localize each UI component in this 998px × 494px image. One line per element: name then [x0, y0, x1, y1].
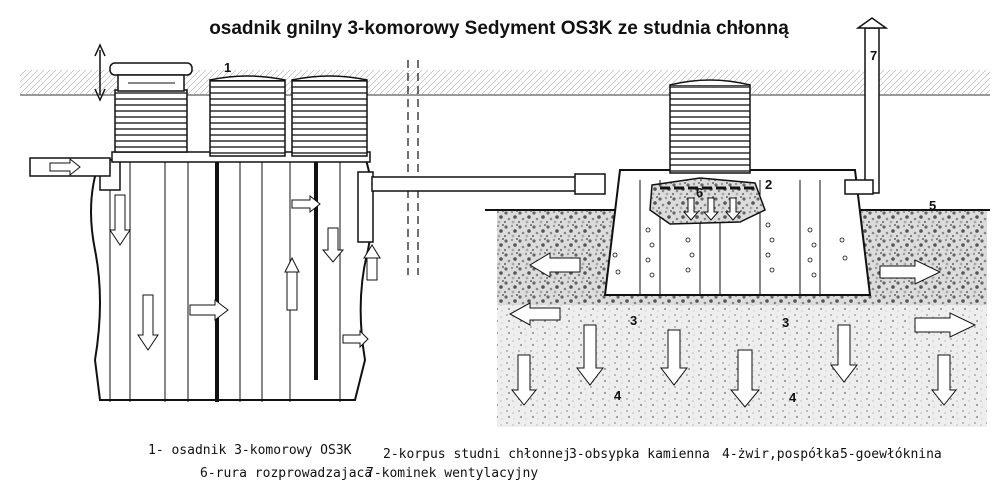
- legend-item-1: 1- osadnik 3-komorowy OS3K: [148, 443, 352, 458]
- legend-item-2: 2-korpus studni chłonnej: [383, 447, 571, 462]
- callout-4b: 4: [789, 390, 797, 405]
- legend-item-7: 7-kominek wentylacyjny: [366, 466, 539, 481]
- callout-4a: 4: [614, 388, 622, 403]
- inlet-pipe: [29, 157, 111, 177]
- callout-5: 5: [929, 198, 937, 213]
- legend-item-6: 6-rura rozprowadzajaca: [200, 466, 373, 481]
- legend-item-3: 3-obsypka kamienna: [569, 447, 710, 462]
- septic-manhole-1: [109, 62, 193, 153]
- callout-3b: 3: [782, 315, 790, 330]
- height-adjust-arrow: [94, 43, 106, 102]
- diagram-title: osadnik gnilny 3-komorowy Sedyment OS3K …: [209, 18, 789, 39]
- callout-3a: 3: [630, 313, 638, 328]
- callout-1: 1: [224, 60, 232, 75]
- connecting-pipe: [371, 173, 606, 195]
- ventilation-chimney: [844, 17, 889, 195]
- callout-7: 7: [870, 48, 878, 63]
- legend-item-5: 5-goewłóknina: [840, 447, 942, 462]
- callout-2: 2: [765, 177, 773, 192]
- flow-arrows-well: [508, 197, 977, 408]
- septic-manhole-2: [209, 75, 286, 157]
- separation-line: [407, 60, 419, 275]
- flow-arrows-tank: [109, 194, 381, 351]
- septic-tank-body: [90, 151, 374, 402]
- legend-item-4: 4-żwir,pospółka: [722, 447, 840, 462]
- callout-6: 6: [696, 185, 704, 200]
- septic-manhole-3: [291, 75, 368, 157]
